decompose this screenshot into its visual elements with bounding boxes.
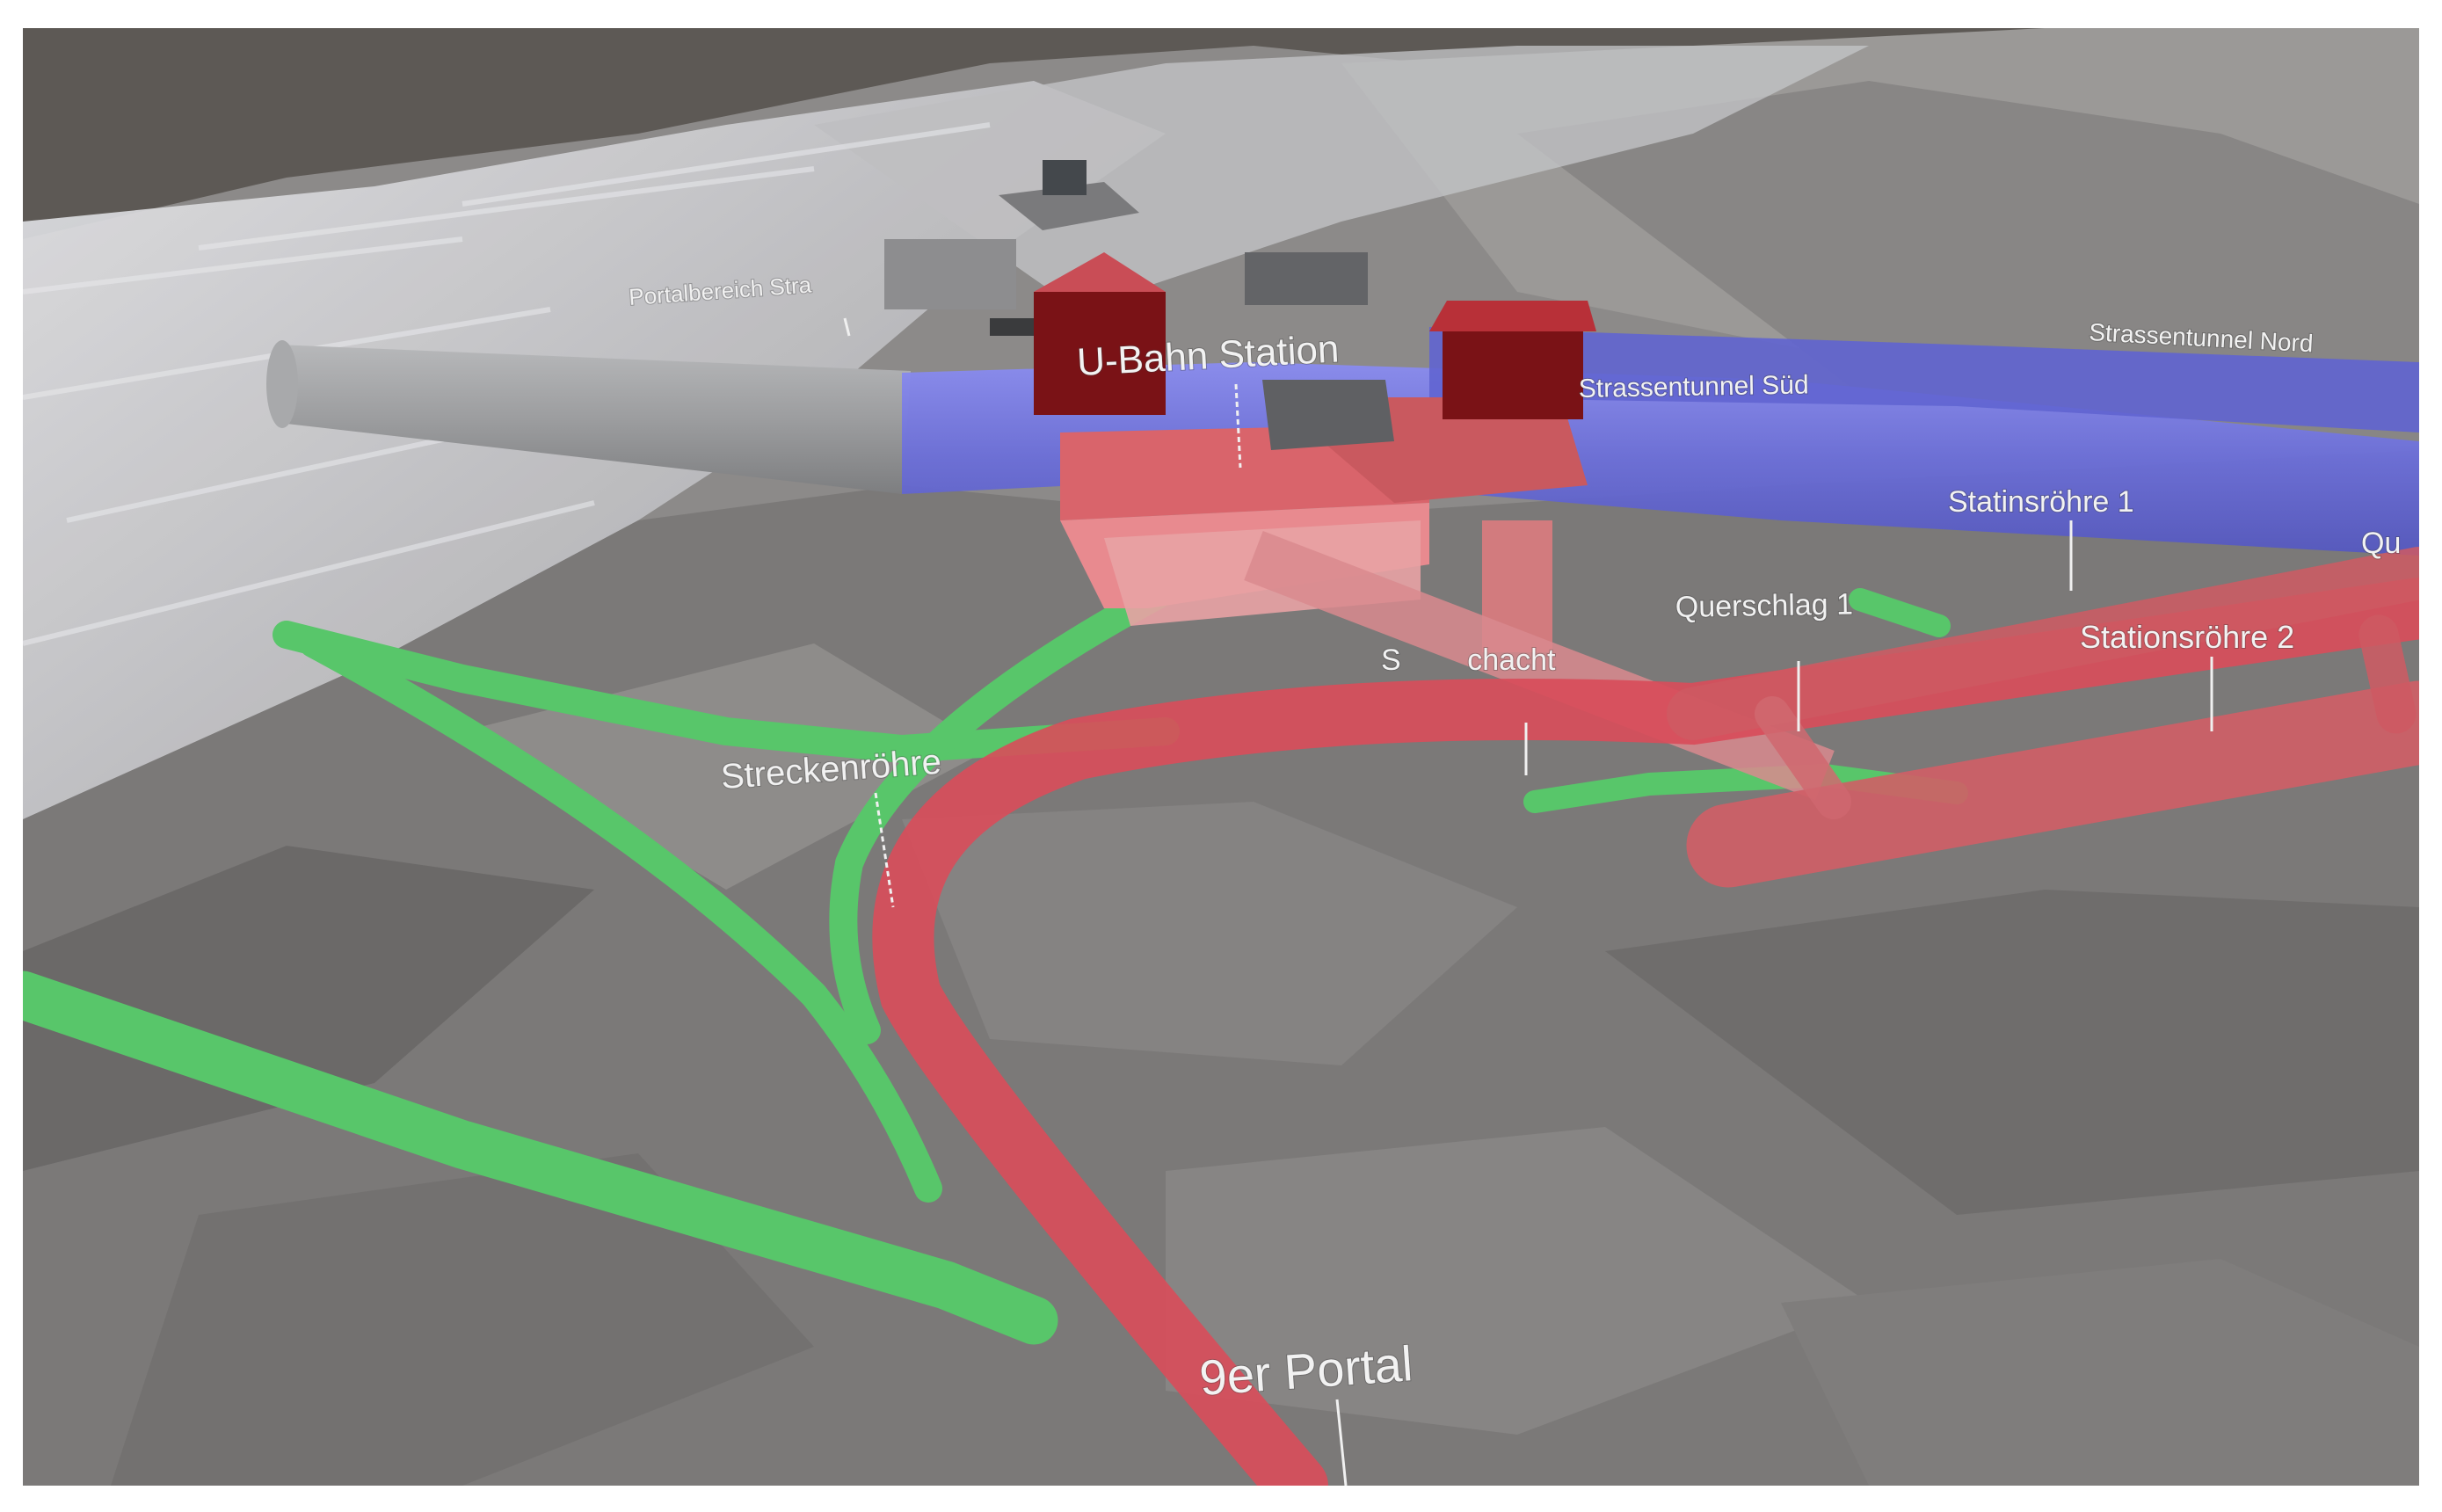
leader-lines xyxy=(843,317,2213,1486)
green-tube-diag xyxy=(299,629,942,1203)
label-schacht: S chacht xyxy=(1381,643,1556,677)
green-tube-left-long xyxy=(23,970,1058,1345)
green-tube-small xyxy=(1849,588,1951,637)
querschlag-tube xyxy=(1755,696,1851,819)
label-querschlag-1: Querschlag 1 xyxy=(1675,587,1853,624)
stationsroehre-2-tube xyxy=(1686,680,2419,888)
red-tubes[interactable] xyxy=(872,547,2419,1486)
label-statinsroehre-1: Statinsröhre 1 xyxy=(1948,485,2134,519)
strassentunnel-nord-tube xyxy=(1429,327,2419,433)
3d-tunnel-scene[interactable]: Portalbereich Stra U-Bahn Station Strass… xyxy=(23,28,2419,1486)
label-qu: Qu xyxy=(2361,527,2401,560)
snow-valley xyxy=(23,46,1869,934)
red-tube-loop xyxy=(872,578,2419,1486)
label-stationsroehre-2: Stationsröhre 2 xyxy=(2080,619,2294,655)
green-tube-upper xyxy=(273,621,1180,763)
label-strassentunnel-sued: Strassentunnel Süd xyxy=(1579,370,1809,403)
buildings xyxy=(884,160,1368,336)
stationsroehre-1-tube xyxy=(1667,547,2419,740)
green-tube-branch xyxy=(829,577,1180,1044)
grey-tunnel[interactable] xyxy=(266,340,912,494)
